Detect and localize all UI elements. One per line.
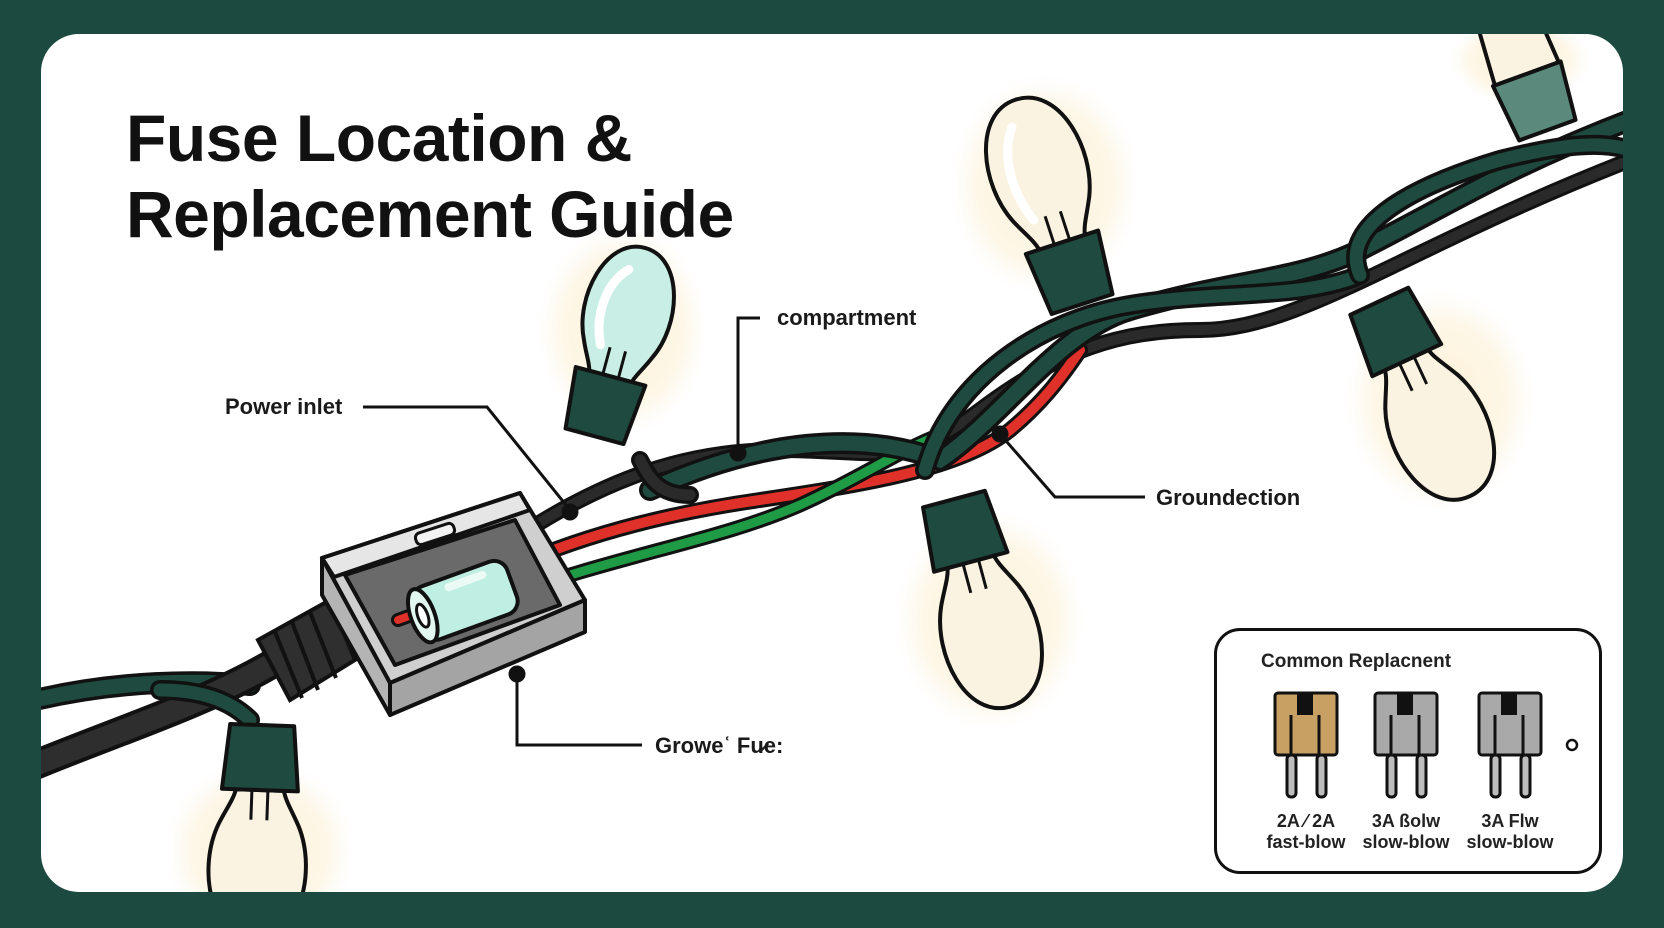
fuse-rating-1: 2A ⁄ 2A (1276, 811, 1336, 831)
fuse-caption-2: 3A ßolw slow-blow (1351, 811, 1461, 853)
bulb-top-left (563, 244, 676, 447)
callout-lines (363, 316, 1145, 747)
fuse-icons (1273, 691, 1579, 799)
panel-title: Common Replacnent (1261, 651, 1452, 672)
fuse-caption-1: 2A ⁄ 2A fast-blow (1251, 811, 1361, 853)
page-title: Fuse Location & Replacement Guide (126, 100, 734, 252)
fuse-icon-1 (1273, 691, 1339, 799)
bulb-top-center (984, 95, 1115, 317)
fuse-rating-2: 3A ßolw (1371, 811, 1441, 831)
glass-fuse (391, 558, 520, 645)
replacement-panel: Common Replacnent (1214, 628, 1602, 874)
fuse-icon-2 (1373, 691, 1439, 799)
bulb-bottom-left (206, 721, 308, 892)
bulb-right (1348, 285, 1497, 502)
bulb-center-bottom (921, 488, 1044, 711)
fuse-type-1: fast-blow (1266, 832, 1346, 852)
label-compartment: compartment (777, 305, 917, 330)
cables (41, 110, 1623, 779)
title-line-2: Replacement Guide (126, 177, 734, 251)
label-power-inlet: Power inlet (225, 394, 343, 419)
label-grower-fuse: Groweʿ Fu̷e: (655, 733, 784, 758)
fuse-rating-3: 3A Flw (1481, 811, 1539, 831)
diagram-card: Fuse Location & Replacement Guide compar… (41, 34, 1623, 892)
string-lights-diagram (41, 34, 1623, 892)
plug-strain-relief (255, 597, 358, 703)
bulb-top-right-partial (1475, 34, 1578, 143)
title-line-1: Fuse Location & (126, 101, 632, 175)
fuse-icon-3 (1477, 691, 1543, 799)
fuse-type-3: slow-blow (1466, 832, 1554, 852)
small-dot-icon (1565, 738, 1579, 752)
fuse-caption-3: 3A Flw slow-blow (1455, 811, 1565, 853)
label-ground: Groundection (1156, 485, 1301, 510)
fuse-type-2: slow-blow (1362, 832, 1450, 852)
